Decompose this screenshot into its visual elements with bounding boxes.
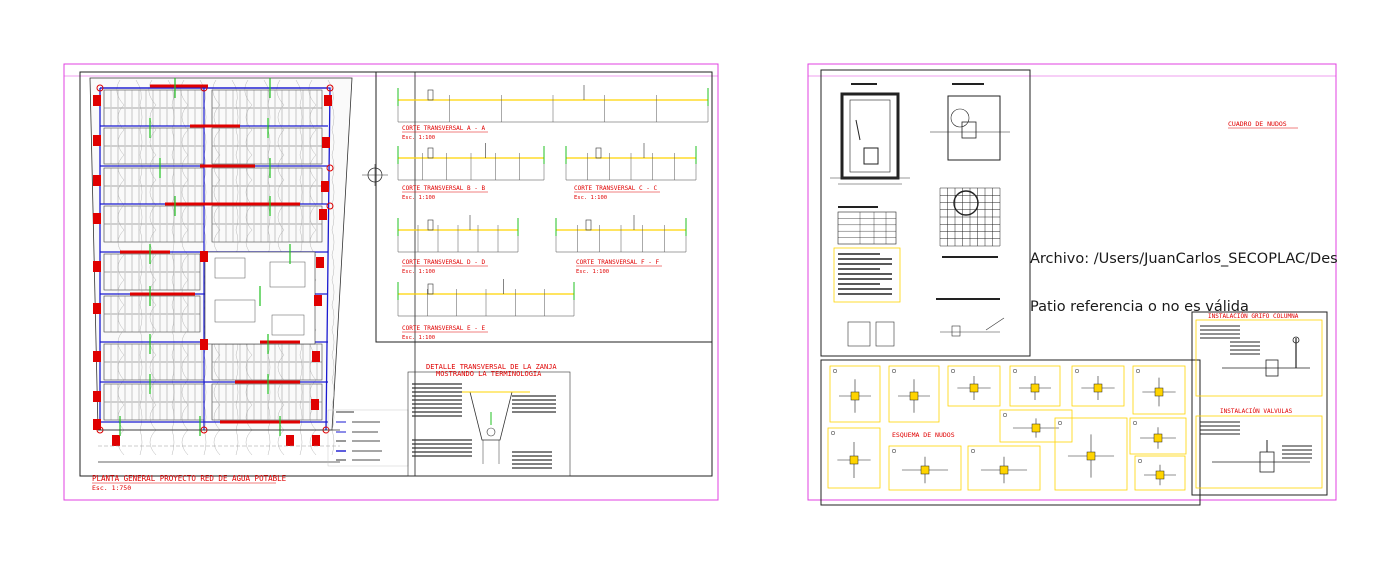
section-title: CORTE TRANSVERSAL D - D xyxy=(402,259,485,266)
cross-section: CORTE TRANSVERSAL F - F Esc. 1:100 xyxy=(555,215,687,275)
sheet-1-border xyxy=(63,63,719,501)
valve-symbol xyxy=(314,295,322,306)
valve-symbol xyxy=(93,213,101,224)
sheet-2-border xyxy=(807,63,1337,501)
node-detail xyxy=(829,365,881,423)
xref-warning-line-1: Archivo: /Users/JuanCarlos_SECOPLAC/Des xyxy=(1030,251,1338,267)
hydrant-title: INSTALACIÓN GRIFO COLUMNA xyxy=(1208,313,1299,320)
table xyxy=(837,211,897,245)
xref-warning-text: Archivo: /Users/JuanCarlos_SECOPLAC/Des … xyxy=(1030,219,1338,331)
node-detail xyxy=(1054,417,1128,491)
trench-detail-title-2: MOSTRANDO LA TERMINOLOGIA xyxy=(436,370,542,378)
hydrant-detail: INSTALACIÓN GRIFO COLUMNA xyxy=(1195,313,1323,397)
section-scale: Esc. 1:100 xyxy=(402,269,435,275)
sheet-2: CUADRO DE NUDOS ESQUEMA DE NUDOS INSTALA… xyxy=(807,63,1337,506)
chamber-details-frame xyxy=(820,69,1031,357)
node-symbol xyxy=(326,164,334,172)
section-title: CORTE TRANSVERSAL E - E xyxy=(402,325,485,332)
section-scale: Esc. 1:100 xyxy=(576,269,609,275)
valve-symbol xyxy=(321,181,329,192)
node-detail xyxy=(888,365,940,423)
section-title: CORTE TRANSVERSAL B - B xyxy=(402,185,485,192)
trench-detail-title-1: DETALLE TRANSVERSAL DE LA ZANJA xyxy=(426,363,557,371)
nodes-table-title: CUADRO DE NUDOS xyxy=(1228,120,1287,128)
site-plan xyxy=(89,77,353,463)
node-symbol xyxy=(200,84,208,92)
cross-section: CORTE TRANSVERSAL B - B Esc. 1:100 xyxy=(397,143,545,201)
section-title: CORTE TRANSVERSAL A - A xyxy=(402,125,485,132)
sheet-1: PLANTA GENERAL PROYECTO RED DE AGUA POTA… xyxy=(63,63,719,501)
trench-detail: DETALLE TRANSVERSAL DE LA ZANJA MOSTRAND… xyxy=(407,363,571,477)
node-detail xyxy=(1071,365,1125,407)
valves-title: INSTALACIÓN VALVULAS xyxy=(1220,408,1293,415)
nodes-corner-title: ESQUEMA DE NUDOS xyxy=(892,431,955,439)
cross-section: CORTE TRANSVERSAL E - E Esc. 1:100 xyxy=(397,279,575,341)
section-scale: Esc. 1:100 xyxy=(402,335,435,341)
node-detail xyxy=(1129,417,1187,455)
node-symbol xyxy=(326,84,334,92)
node-detail xyxy=(1134,455,1186,491)
plan-legend xyxy=(327,409,409,467)
plan-title: PLANTA GENERAL PROYECTO RED DE AGUA POTA… xyxy=(92,474,287,483)
node-detail xyxy=(827,427,881,489)
valve-symbol xyxy=(312,351,320,362)
valve-symbol xyxy=(93,135,101,146)
sections-frame xyxy=(375,71,713,343)
cross-section: CORTE TRANSVERSAL D - D Esc. 1:100 xyxy=(397,215,519,275)
valve-symbol xyxy=(93,175,101,186)
valve-symbol xyxy=(200,339,208,350)
plan-scale: Esc. 1:750 xyxy=(92,484,131,492)
xref-warning-line-2: Patio referencia o no es válida xyxy=(1030,299,1249,315)
valve-symbol xyxy=(93,303,101,314)
chamber-details xyxy=(830,83,1010,347)
valve-symbol xyxy=(200,251,208,262)
section-title: CORTE TRANSVERSAL F - F xyxy=(576,259,659,266)
node-symbol xyxy=(96,84,104,92)
valve-symbol xyxy=(312,435,320,446)
cross-section: CORTE TRANSVERSAL C - C Esc. 1:100 xyxy=(565,143,697,201)
node-detail xyxy=(1009,365,1061,407)
section-scale: Esc. 1:100 xyxy=(574,195,607,201)
valve-symbol xyxy=(324,95,332,106)
section-scale: Esc. 1:100 xyxy=(402,135,435,141)
north-arrow-icon xyxy=(362,164,388,186)
node-detail xyxy=(947,365,1001,407)
node-detail xyxy=(888,445,962,491)
valve-symbol xyxy=(93,351,101,362)
valve-symbol xyxy=(319,209,327,220)
node-symbol xyxy=(326,202,334,210)
valve-symbol xyxy=(93,95,101,106)
installations-frame xyxy=(1191,311,1328,496)
valves-detail: INSTALACIÓN VALVULAS xyxy=(1195,408,1323,489)
node-detail xyxy=(999,409,1073,443)
node-detail xyxy=(1132,365,1186,415)
valve-symbol xyxy=(93,391,101,402)
cross-section: CORTE TRANSVERSAL A - A Esc. 1:100 xyxy=(397,85,709,141)
section-scale: Esc. 1:100 xyxy=(402,195,435,201)
valve-symbol xyxy=(316,257,324,268)
valve-symbol xyxy=(93,419,101,430)
section-title: CORTE TRANSVERSAL C - C xyxy=(574,185,657,192)
valve-symbol xyxy=(286,435,294,446)
nodes-frame xyxy=(820,359,1201,506)
valve-symbol xyxy=(93,261,101,272)
valve-symbol xyxy=(112,435,120,446)
valve-symbol xyxy=(322,137,330,148)
node-detail xyxy=(967,445,1041,491)
valve-symbol xyxy=(311,399,319,410)
